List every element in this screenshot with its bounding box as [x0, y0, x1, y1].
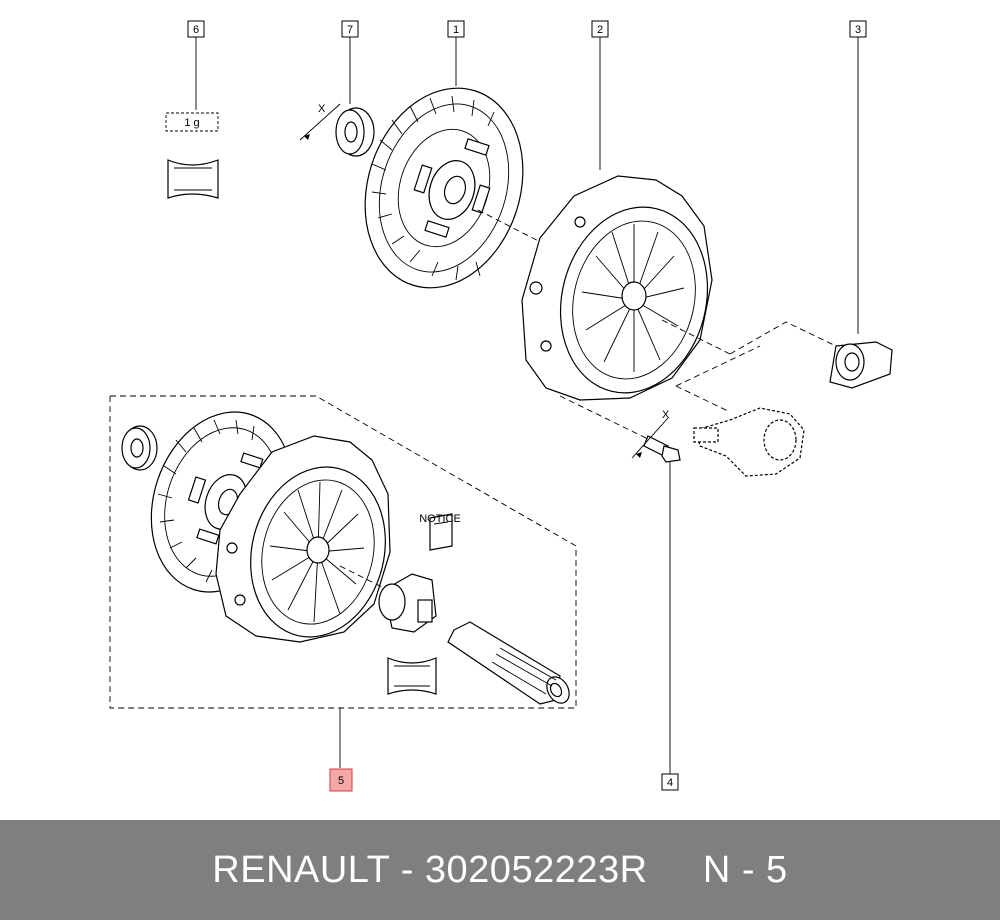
svg-text:NOTICE: NOTICE: [419, 513, 461, 525]
release-bearing-icon: [829, 341, 893, 389]
assembly-axis-5: [675, 385, 731, 413]
kit-pilot-bearing-icon: [121, 425, 158, 471]
bolt-icon: [643, 435, 681, 463]
quantity-box: 1 g: [165, 112, 219, 132]
clutch-disc-icon: [364, 87, 524, 289]
callout-2-label: 2: [597, 24, 603, 36]
assembly-axis-bolt: [559, 395, 651, 441]
footer-bar: RENAULT - 302052223R N - 5: [0, 820, 1000, 920]
callout-4-label: 4: [667, 777, 673, 789]
callout-5[interactable]: 5: [329, 768, 353, 792]
exploded-parts-diagram: 6 1 g 7 X 1: [109, 20, 893, 792]
kit-alignment-shaft-icon: [447, 621, 570, 705]
notice-booklet-icon: NOTICE: [419, 513, 461, 551]
part-reference-text: RENAULT - 302052223R N - 5: [212, 848, 788, 891]
clutch-kit-boundary: [109, 395, 577, 709]
quantity-label: 1 g: [184, 117, 199, 129]
kit-pressure-plate-icon: [215, 435, 391, 643]
grease-sachet-icon: [167, 159, 219, 199]
pressure-plate-icon: [521, 175, 713, 401]
svg-text:X: X: [662, 409, 670, 421]
callout-7-label: 7: [347, 24, 353, 36]
svg-text:X: X: [318, 103, 326, 115]
assembly-axis-4: [675, 345, 761, 387]
callout-3-label: 3: [855, 24, 861, 36]
pilot-bearing-icon: [335, 107, 375, 157]
callout-2[interactable]: 2: [591, 20, 609, 38]
kit-grease-sachet-icon: [387, 657, 437, 695]
callout-3[interactable]: 3: [849, 20, 867, 38]
kit-release-bearing-icon: [378, 573, 437, 633]
dimension-x-top: X: [299, 103, 341, 141]
callout-6-label: 6: [193, 24, 199, 36]
slave-cylinder-icon: [693, 407, 805, 477]
callout-5-label: 5: [338, 775, 344, 787]
callout-7[interactable]: 7: [341, 20, 359, 38]
assembly-axis-3: [729, 321, 837, 355]
assembly-axis-2: [661, 319, 731, 355]
callout-1[interactable]: 1: [447, 20, 465, 38]
callout-1-label: 1: [453, 24, 459, 36]
callout-6[interactable]: 6: [187, 20, 205, 38]
callout-4[interactable]: 4: [661, 773, 679, 791]
dimension-x-bolt: X: [631, 409, 670, 459]
